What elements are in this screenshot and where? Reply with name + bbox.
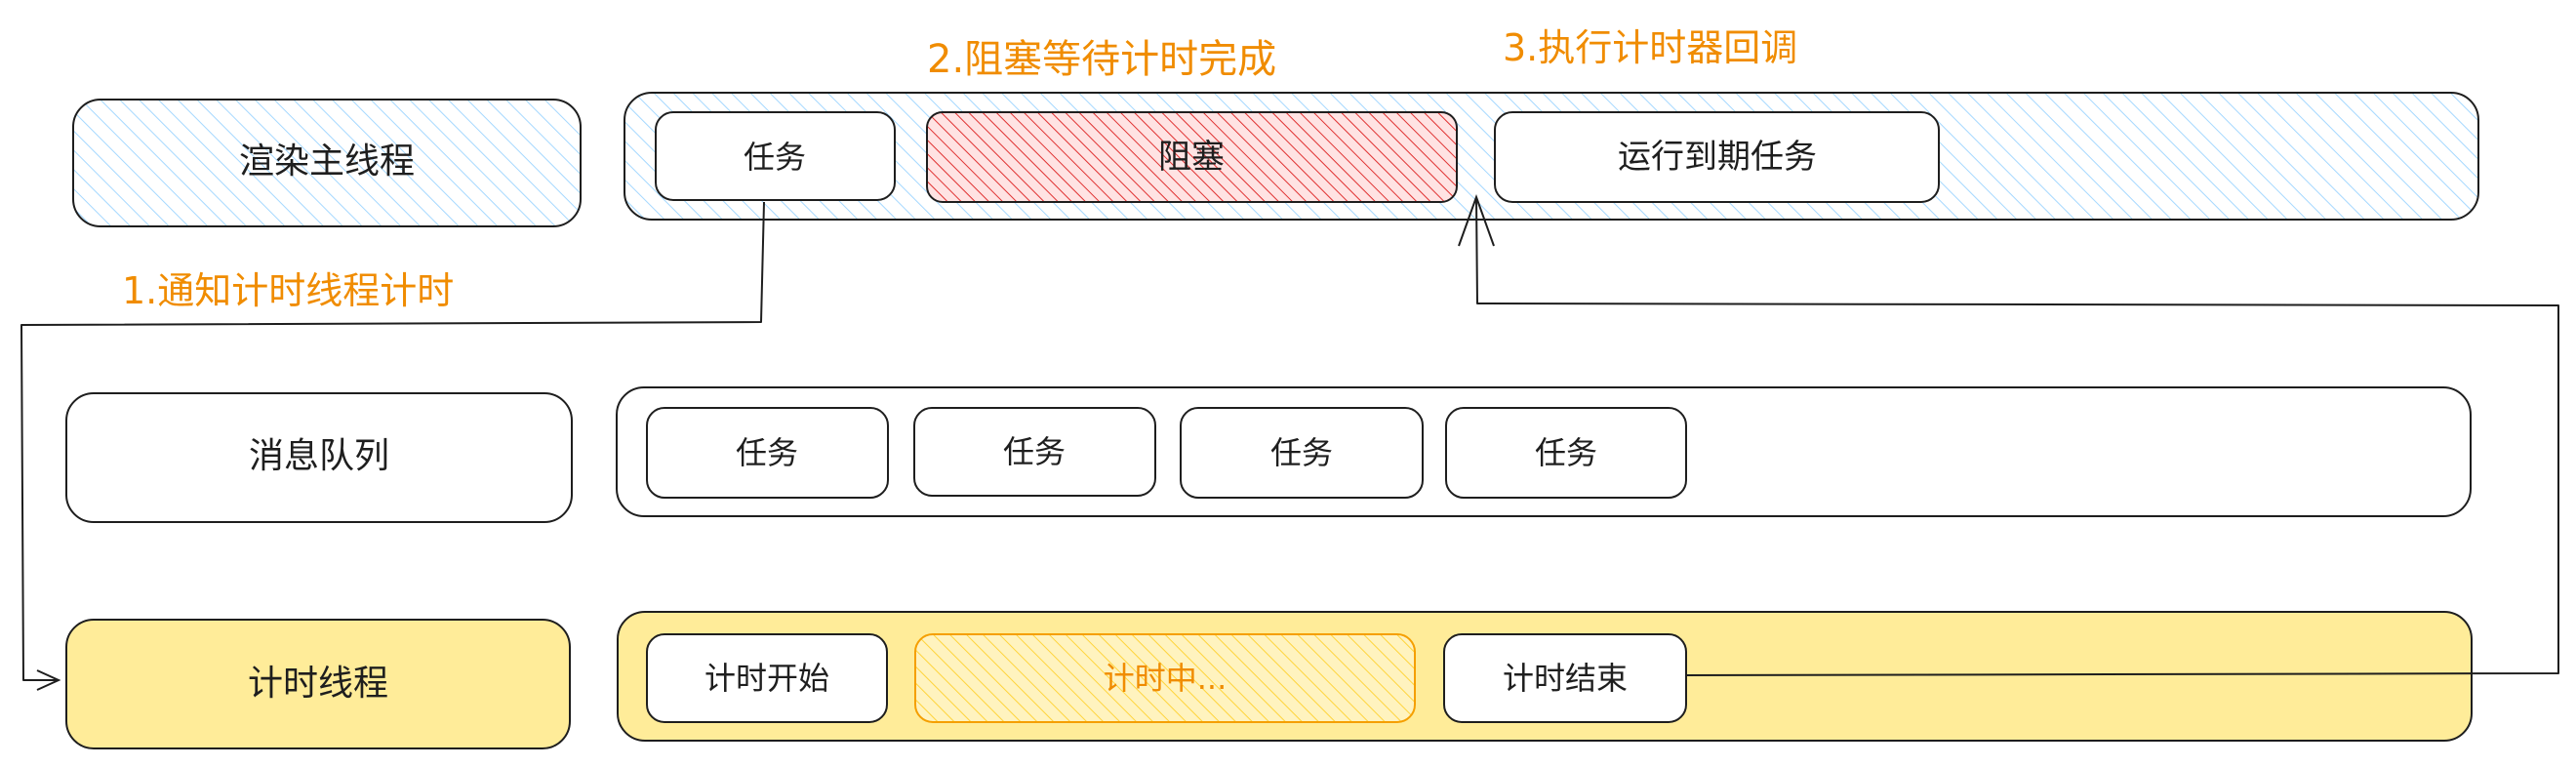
timing-in-progress-box (914, 633, 1416, 723)
timer-end-box (1443, 633, 1687, 723)
timer-start-box (646, 633, 888, 723)
queue-task-label-3: 任务 (1270, 434, 1333, 471)
step3-annotation: 3.执行计时器回调 (1503, 26, 1797, 69)
timer-thread-label-box (65, 619, 571, 749)
render-thread-label: 渲染主线程 (239, 141, 415, 182)
notify-timer-arrowhead (36, 669, 61, 691)
render-thread-label-box (72, 99, 582, 227)
queue-task-box-3 (1180, 407, 1424, 499)
queue-task-box-2 (913, 407, 1156, 497)
message-queue-label-box (65, 392, 573, 523)
queue-task-label-4: 任务 (1535, 434, 1597, 471)
blocking-box (926, 111, 1458, 203)
render-task-box (655, 111, 896, 201)
notify-timer-arrow (20, 201, 765, 681)
render-task-label: 任务 (744, 139, 806, 176)
queue-task-box-4 (1445, 407, 1687, 499)
run-expired-task-box (1494, 111, 1940, 203)
timer-callback-arrowhead (1458, 194, 1495, 247)
timing-in-progress-label: 计时中... (1104, 660, 1228, 697)
run-expired-task-label: 运行到期任务 (1618, 138, 1817, 177)
queue-task-label-1: 任务 (736, 434, 798, 471)
step1-annotation: 1.通知计时线程计时 (122, 269, 454, 312)
blocking-label: 阻塞 (1158, 138, 1225, 177)
message-queue-label: 消息队列 (249, 436, 389, 476)
timer-thread-label: 计时线程 (248, 664, 388, 704)
timer-start-label: 计时开始 (704, 660, 829, 697)
queue-task-label-2: 任务 (1003, 433, 1066, 470)
step2-annotation: 2.阻塞等待计时完成 (927, 37, 1276, 82)
queue-task-box-1 (646, 407, 889, 499)
timer-end-label: 计时结束 (1503, 660, 1628, 697)
timer-callback-arrow (1475, 196, 2559, 676)
